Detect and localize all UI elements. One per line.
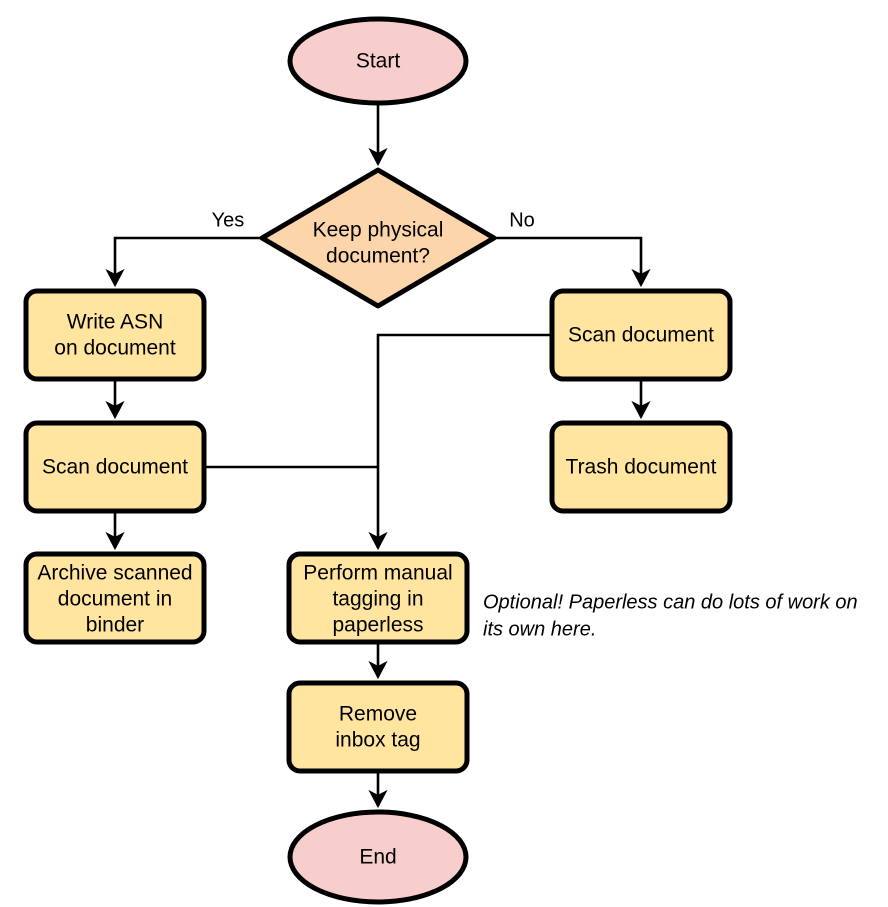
edge-layer [105,103,651,809]
node-scan-document-left[interactable]: Scan document [23,420,207,514]
trash-document-box-shape[interactable] [549,420,733,514]
optional-note-line2: its own here. [483,618,596,640]
scan-document-left-label: Scan document [42,456,188,479]
archive-label-line1: Archive scanned [37,562,192,585]
archive-box-shape[interactable] [23,551,207,645]
optional-note-line1: Optional! Paperless can do lots of work … [483,591,858,613]
start-terminator-shape[interactable] [287,16,469,106]
node-trash-document[interactable]: Trash document [549,420,733,514]
start-label: Start [356,50,401,73]
archive-label-line3: binder [86,614,144,637]
manual-tagging-label-line1: Perform manual [303,562,452,585]
scan-document-right-box-shape[interactable] [549,288,733,382]
decision-label-line2: document? [326,245,430,268]
archive-label-line2: document in [58,588,172,611]
node-write-asn-on-document[interactable]: Write ASN on document [23,288,207,382]
remove-inbox-tag-box-shape[interactable] [286,680,470,774]
decision-diamond-shape[interactable] [259,167,497,309]
end-terminator-shape[interactable] [287,809,469,905]
scan-document-right-label: Scan document [568,324,714,347]
scan-document-left-box-shape[interactable] [23,420,207,514]
node-end[interactable]: End [287,809,469,905]
manual-tagging-label-line2: tagging in [332,588,423,611]
node-start[interactable]: Start [287,16,469,106]
remove-inbox-tag-label-line1: Remove [339,703,417,726]
decision-label-line1: Keep physical [313,219,444,242]
edge-label-no: No [509,209,535,231]
edge-label-yes: Yes [212,209,245,231]
node-remove-inbox-tag[interactable]: Remove inbox tag [286,680,470,774]
edge-scan-right-to-manual-tagging [368,333,552,551]
node-archive-scanned-document-in-binder[interactable]: Archive scanned document in binder [23,551,207,645]
edge-decision-yes-to-write-asn [105,236,262,288]
manual-tagging-label-line3: paperless [332,614,423,637]
write-asn-label-line1: Write ASN [67,311,163,334]
edge-decision-no-to-scan-right [494,236,651,288]
write-asn-label-line2: on document [54,337,176,360]
manual-tagging-box-shape[interactable] [286,551,470,645]
end-label: End [359,846,396,869]
write-asn-box-shape[interactable] [23,288,207,382]
remove-inbox-tag-label-line2: inbox tag [335,729,420,752]
node-keep-physical-document[interactable]: Keep physical document? [259,167,497,309]
edge-label-layer: Yes No [212,209,535,231]
node-scan-document-right[interactable]: Scan document [549,288,733,382]
trash-document-label: Trash document [566,456,717,479]
node-perform-manual-tagging-in-paperless[interactable]: Perform manual tagging in paperless [286,551,470,645]
annotation-optional-note: Optional! Paperless can do lots of work … [483,591,858,640]
